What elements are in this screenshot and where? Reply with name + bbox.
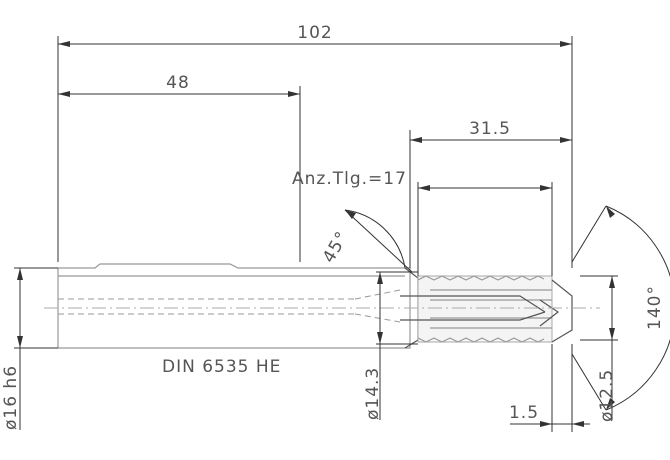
dimension-1-5: 1.5 <box>509 344 590 432</box>
ext-line-45 <box>344 209 413 273</box>
tooth-count-label: Anz.Tlg.=17 <box>292 169 407 189</box>
arrow-16-top <box>17 268 23 280</box>
thread-cutter <box>400 275 573 343</box>
arrow-16-bottom <box>17 336 23 348</box>
arrow-140-bottom <box>606 398 615 410</box>
tip-point <box>539 299 560 327</box>
arc-140 <box>605 205 670 411</box>
dimension-31-5: 31.5 <box>409 119 572 268</box>
dimension-102: 102 <box>57 23 573 268</box>
arrow-14-3-top <box>377 272 383 284</box>
arrow-48-right <box>288 91 300 97</box>
tool-body <box>44 263 600 349</box>
ext-line-140-bottom <box>571 353 607 411</box>
dimension-140-deg: 140° <box>571 205 670 411</box>
arrow-31-5-right <box>560 137 572 143</box>
cutter-teeth-bottom <box>417 337 545 343</box>
dimension-45-deg: 45° <box>319 209 413 273</box>
tip-length-label: 1.5 <box>509 403 539 423</box>
ext-line-140-top <box>571 205 607 263</box>
arrow-12-5-top <box>609 276 615 288</box>
cutter-tip <box>551 279 573 343</box>
standard-label: DIN 6535 HE <box>162 357 281 377</box>
cutter-teeth-top <box>417 275 545 281</box>
arc-45 <box>344 209 406 269</box>
inner-flute-contour <box>400 295 546 321</box>
cutter-core <box>417 275 553 343</box>
dimension-diameter-16: ø16 h6 <box>1 267 58 430</box>
arrow-140-top <box>606 206 615 218</box>
shank-outline <box>57 263 411 349</box>
tip-diameter-label: ø12.5 <box>597 369 617 422</box>
arrow-right <box>560 41 572 47</box>
arrow-left <box>58 41 70 47</box>
cutter-diameter-label: ø14.3 <box>363 367 383 420</box>
arrow-teeth-left <box>418 185 430 191</box>
arrow-1-5-right <box>572 421 584 427</box>
point-angle-label: 140° <box>645 285 665 330</box>
arrow-48-left <box>58 91 70 97</box>
coolant-hole-taper <box>354 289 401 323</box>
chamfer-angle-label: 45° <box>319 228 353 267</box>
arrow-45 <box>345 210 356 219</box>
dimension-diameter-14-3: ø14.3 <box>363 271 418 420</box>
thread-length-label: 31.5 <box>469 119 511 139</box>
overall-length-label: 102 <box>297 23 332 43</box>
shank-length-label: 48 <box>166 73 190 93</box>
shank-diameter-label: ø16 h6 <box>1 365 21 430</box>
arrow-31-5-left <box>410 137 422 143</box>
arrow-teeth-right <box>540 185 552 191</box>
dimension-tooth-count: Anz.Tlg.=17 <box>292 169 553 276</box>
arrow-14-3-bottom <box>377 332 383 344</box>
dimension-diameter-12-5: ø12.5 <box>580 275 618 422</box>
arrow-12-5-bottom <box>609 328 615 340</box>
arrow-1-5-left <box>540 421 552 427</box>
dimension-48: 48 <box>58 73 301 262</box>
